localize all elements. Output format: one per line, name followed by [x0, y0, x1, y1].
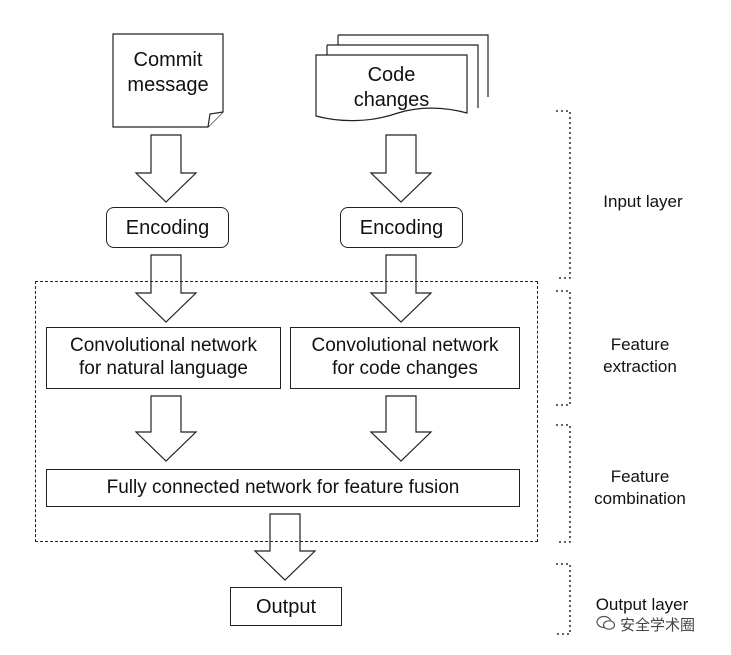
- arrow-conv-nl-to-fc: [134, 395, 198, 462]
- input-layer-label: Input layer: [603, 192, 683, 211]
- brace-feature-extraction: [556, 290, 571, 406]
- brace-output-layer: [556, 563, 571, 635]
- feature-extraction-label: Feature extraction: [603, 335, 677, 377]
- arrow-encoding-to-conv-code: [369, 254, 433, 323]
- output-box: Output: [230, 587, 342, 626]
- conv-nl-box: Convolutional network for natural langua…: [46, 327, 281, 389]
- arrow-encoding-to-conv-nl: [134, 254, 198, 323]
- conv-code-box: Convolutional network for code changes: [290, 327, 520, 389]
- fully-connected-box: Fully connected network for feature fusi…: [46, 469, 520, 507]
- model-core-region: [35, 281, 538, 542]
- arrow-code-to-encoding: [369, 134, 433, 203]
- encoding-left-box: Encoding: [106, 207, 229, 248]
- wechat-icon: [596, 615, 616, 635]
- arrow-conv-code-to-fc: [369, 395, 433, 462]
- brace-input-layer: [556, 110, 571, 279]
- arrow-commit-to-encoding: [134, 134, 198, 203]
- code-changes-mid-sheet: [327, 44, 479, 108]
- brace-feature-combination: [556, 424, 571, 543]
- feature-combination-label: Feature combination: [594, 467, 686, 509]
- arrow-fc-to-output: [253, 513, 317, 581]
- code-changes-label: Code changes: [353, 64, 430, 111]
- commit-message-label: Commit message: [127, 49, 209, 96]
- code-changes-front-sheet: [315, 54, 468, 122]
- commit-message-fold: [207, 111, 224, 128]
- code-changes-back-sheet: [338, 34, 489, 97]
- output-layer-label: Output layer: [595, 595, 689, 614]
- watermark-text: 安全学术圈: [620, 617, 696, 634]
- watermark: 安全学术圈: [596, 614, 695, 635]
- encoding-right-box: Encoding: [340, 207, 463, 248]
